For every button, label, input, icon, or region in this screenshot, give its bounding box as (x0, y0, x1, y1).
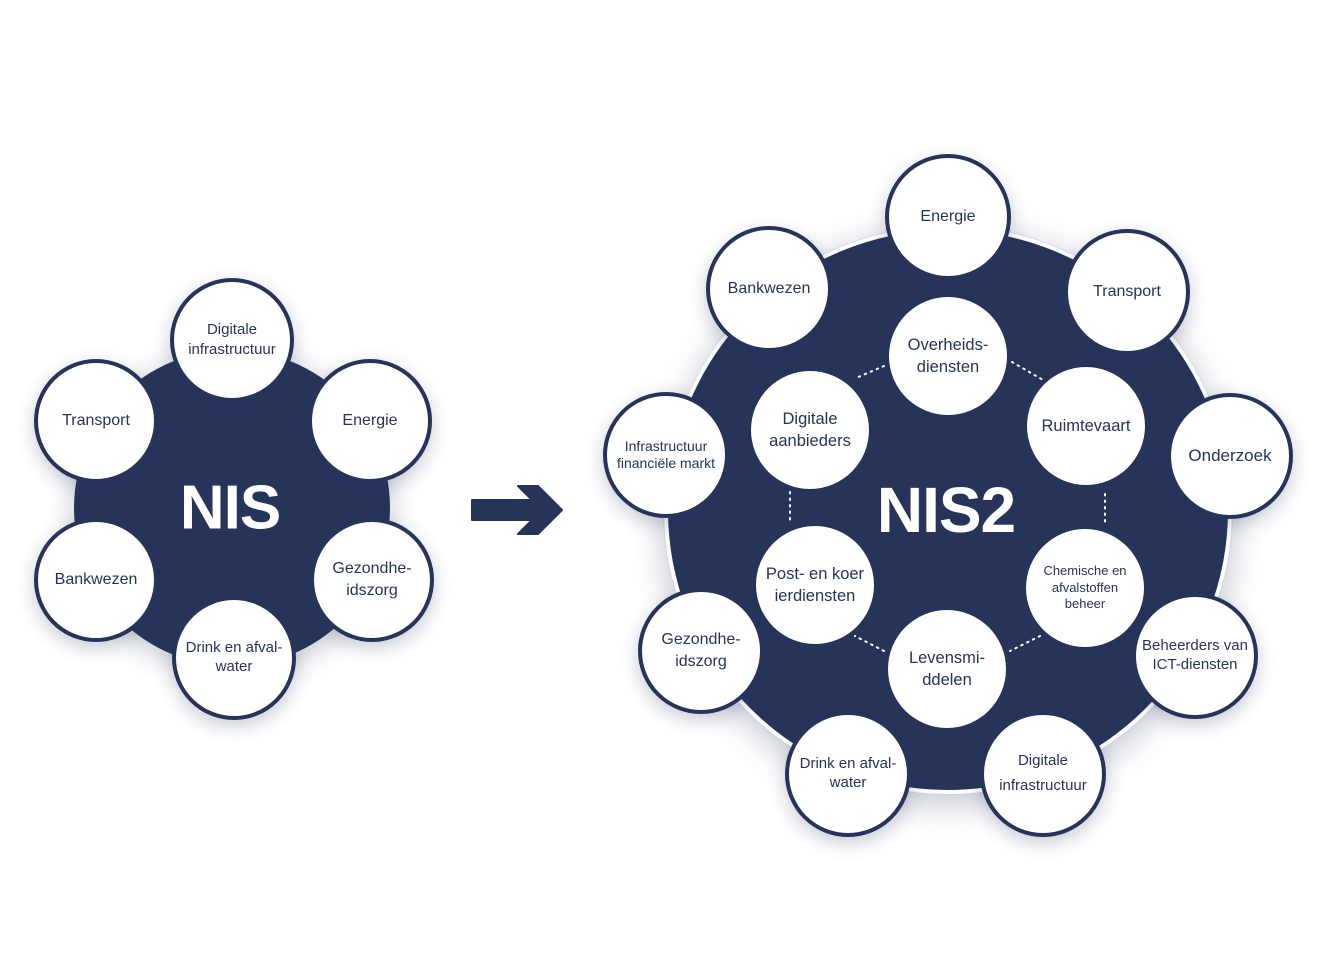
sector-label: Overheids- diensten (907, 335, 989, 376)
sector-label: Beheerders van ICT-diensten (1142, 637, 1248, 673)
connector-chemische-levensmiddelen (1009, 635, 1041, 652)
nis2-sector-energie: Energie (885, 154, 1011, 280)
nis2-sector-drink-en-afvalwater: Drink en afval- water (785, 711, 911, 837)
nis-sector-drink-en-afvalwater: Drink en afval- water (172, 596, 296, 720)
nis-sector-bankwezen: Bankwezen (34, 518, 158, 642)
nis-sector-transport: Transport (34, 359, 158, 483)
sector-label: Levensmi- ddelen (908, 648, 986, 689)
sector-label: Onderzoek (1188, 445, 1272, 465)
nis2-new-sector-ruimtevaart: Ruimtevaart (1027, 367, 1145, 485)
nis2-sector-transport: Transport (1064, 229, 1190, 355)
connector-levensmiddelen-post (854, 635, 885, 652)
nis2-sector-bankwezen: Bankwezen (706, 226, 832, 352)
sector-label: Drink en afval- water (185, 639, 283, 675)
sector-label: Gezondhe- idszorg (661, 631, 741, 670)
connector-overheid-ruimtevaart (1011, 361, 1044, 381)
sector-label: Chemische en afvalstoffen beheer (1043, 562, 1127, 612)
nis2-sector-digitale-infrastructuur: Digitale infrastructuur (980, 711, 1106, 837)
sector-label: Digitale infrastructuur (188, 320, 276, 358)
nis2-title: NIS2 (876, 474, 1016, 546)
sector-label: Transport (62, 412, 130, 430)
sector-label: Bankwezen (54, 571, 138, 589)
sector-label: Post- en koer ierdiensten (765, 564, 865, 605)
nis2-new-sector-digitale-aanbieders: Digitale aanbieders (751, 371, 869, 489)
sector-label: Digitale aanbieders (769, 409, 851, 450)
nis2-sector-onderzoek: Onderzoek (1167, 393, 1293, 519)
nis2-sector-gezondheidszorg: Gezondhe- idszorg (638, 588, 764, 714)
nis2-sector-infrastructuur-financiele-markt: Infrastructuur financiële markt (603, 392, 729, 518)
sector-label: Transport (1093, 283, 1161, 301)
sector-label: Digitale infrastructuur (999, 752, 1087, 794)
nis2-new-sector-post-en-koerierdiensten: Post- en koer ierdiensten (756, 526, 874, 644)
nis-sector-gezondheidszorg: Gezondhe- idszorg (310, 518, 434, 642)
nis-sector-digitale-infrastructuur: Digitale infrastructuur (170, 278, 294, 402)
connector-overheid-digitale (855, 365, 885, 379)
nis2-new-sector-levensmiddelen: Levensmi- ddelen (888, 610, 1006, 728)
nis2-sector-beheerders-ict: Beheerders van ICT-diensten (1132, 593, 1258, 719)
arrow-right-icon (471, 485, 563, 535)
sector-label: Energie (342, 412, 398, 430)
nis2-new-sector-overheidsdiensten: Overheids- diensten (889, 297, 1007, 415)
nis-sector-energie: Energie (308, 359, 432, 483)
sector-label: Bankwezen (727, 280, 811, 298)
sector-label: Energie (920, 208, 976, 226)
nis2-new-sector-chemische-afvalstoffen: Chemische en afvalstoffen beheer (1026, 529, 1144, 647)
sector-label: Drink en afval- water (799, 755, 897, 791)
sector-label: Gezondhe- idszorg (332, 560, 412, 599)
nis-title: NIS (179, 473, 281, 543)
sector-label: Ruimtevaart (1041, 416, 1131, 435)
sector-label: Infrastructuur financiële markt (616, 437, 716, 472)
